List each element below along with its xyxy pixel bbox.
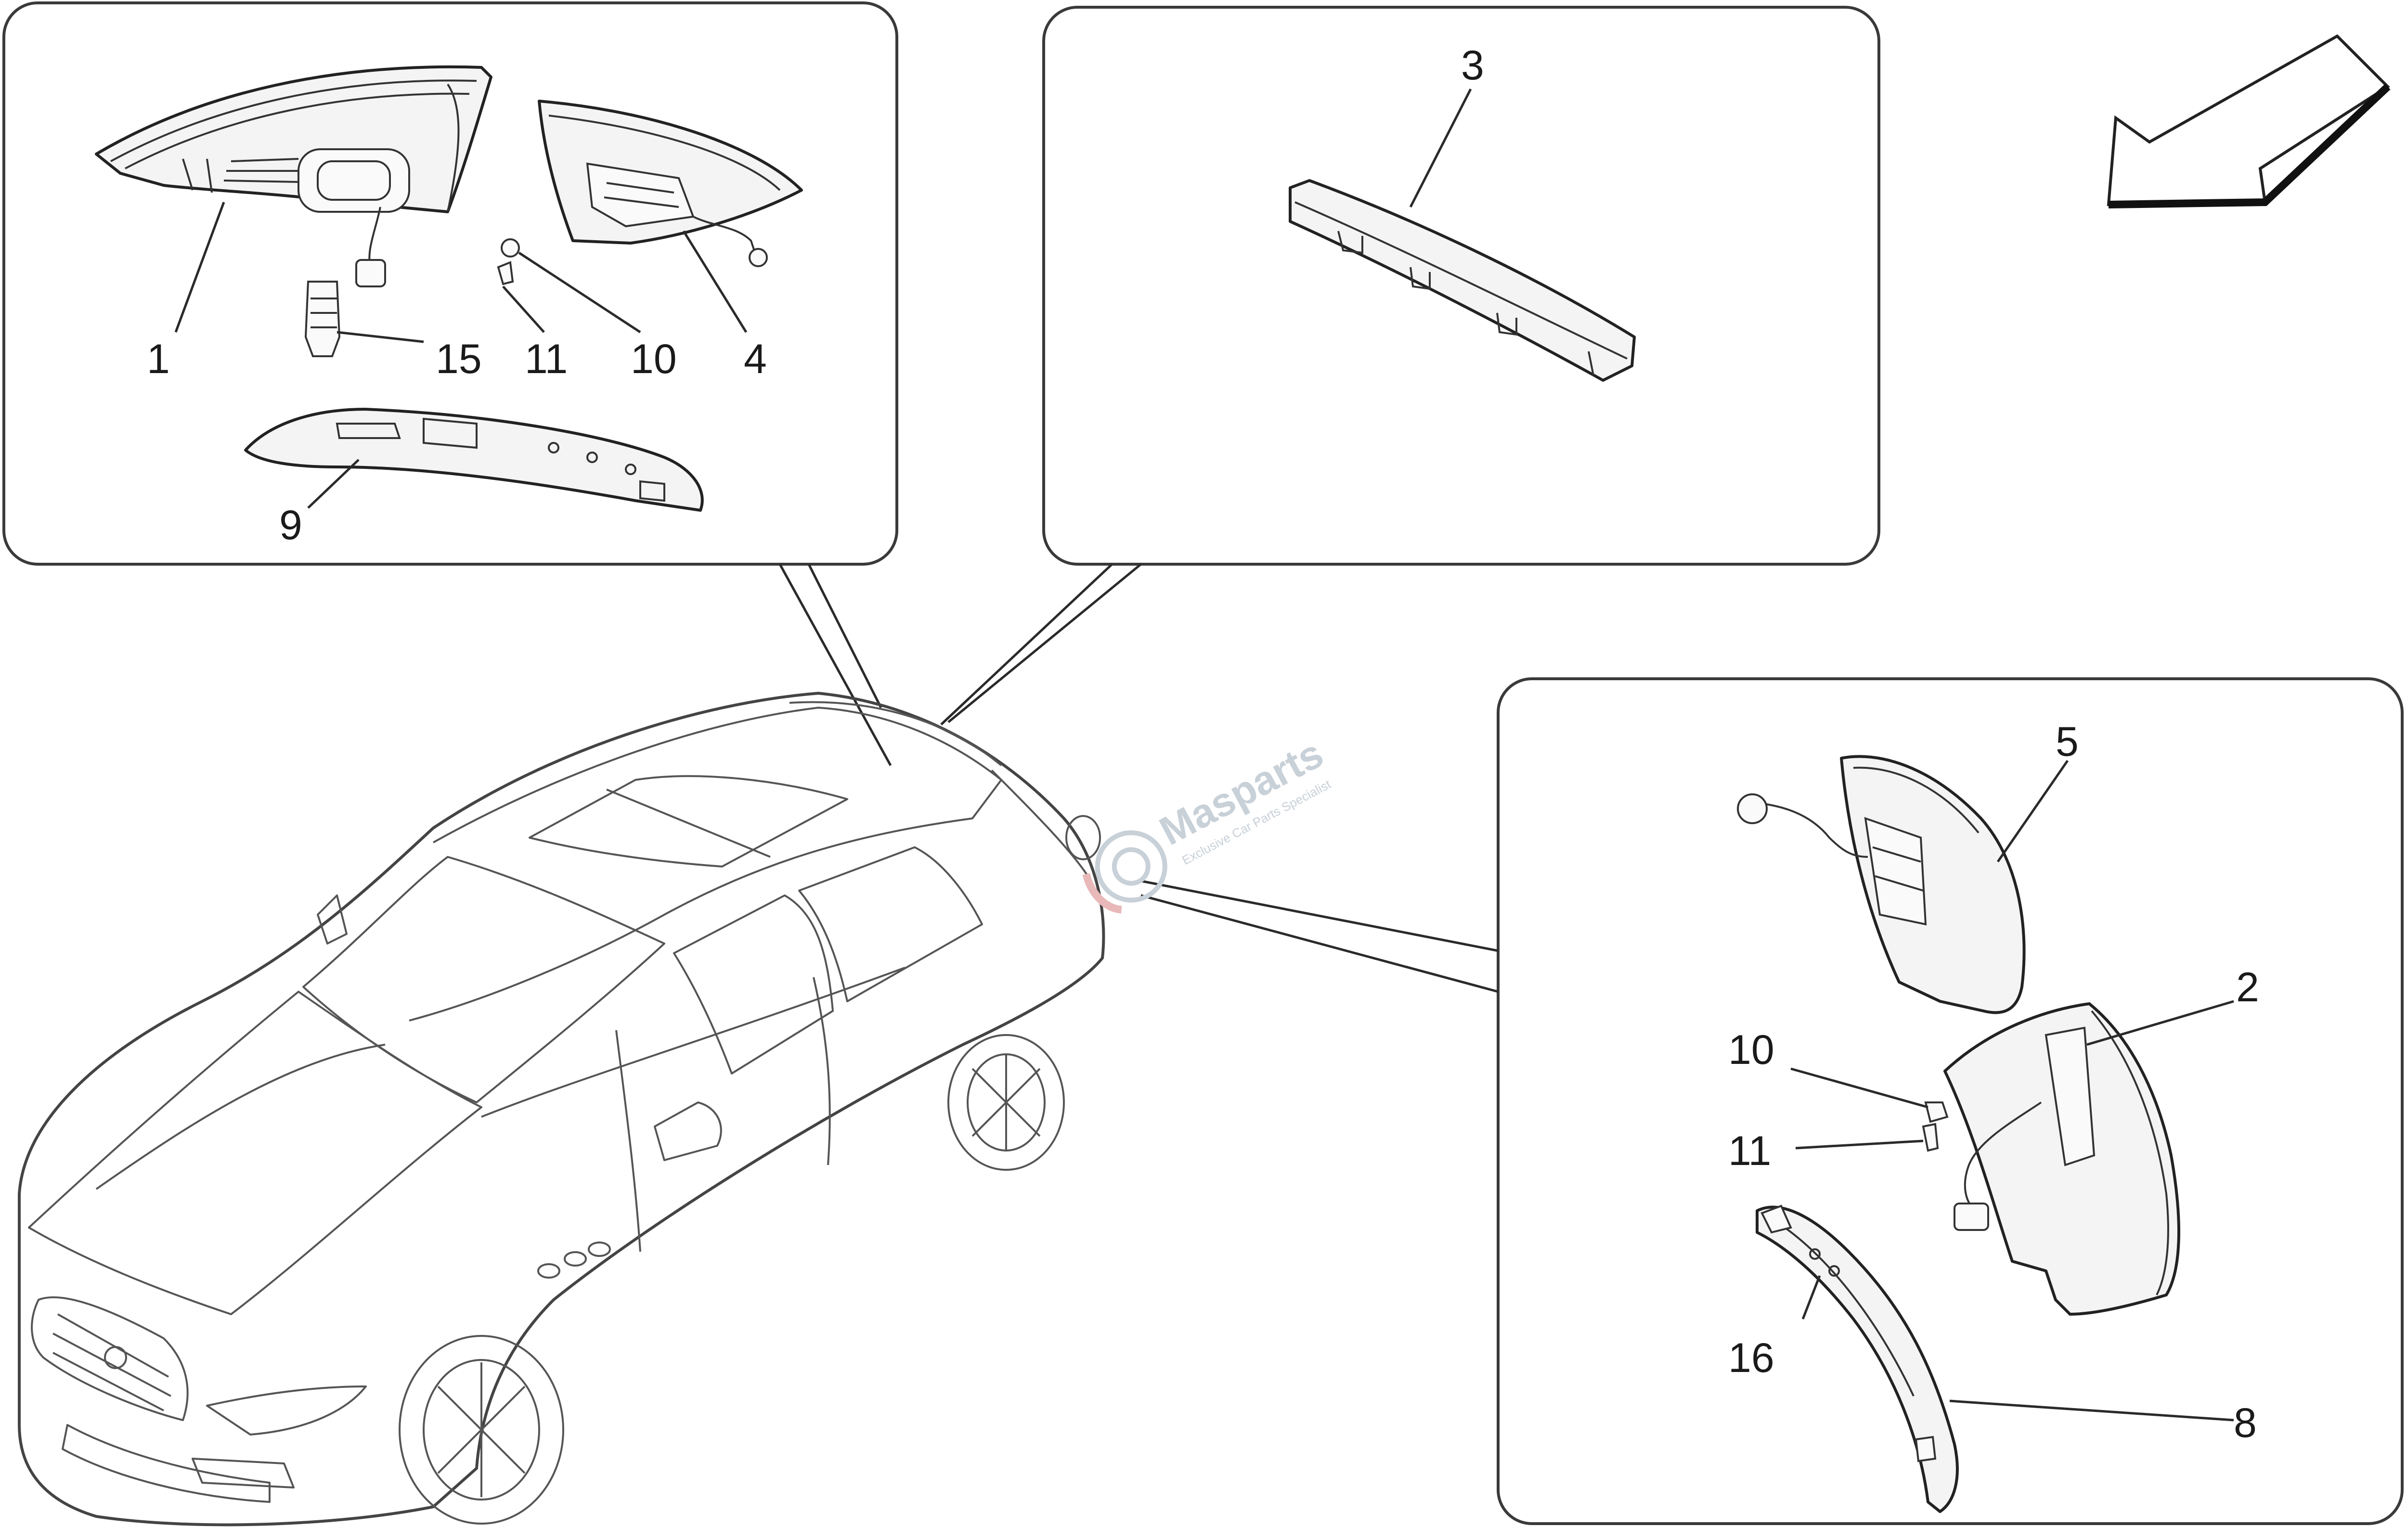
callout-11-right: 11 bbox=[1728, 1128, 1771, 1174]
callout-9: 9 bbox=[279, 502, 302, 548]
part-9-trim-strip bbox=[244, 408, 704, 512]
leaders-top-center bbox=[1409, 88, 1472, 208]
part-2-side-light bbox=[1943, 1002, 2180, 1316]
callout-5: 5 bbox=[2056, 719, 2079, 765]
part-3-third-brake-light bbox=[1289, 179, 1636, 382]
callout-10-top: 10 bbox=[631, 336, 677, 382]
callout-1: 1 bbox=[147, 336, 170, 382]
frame-connector-lines bbox=[778, 563, 1499, 993]
view-direction-arrow bbox=[2107, 34, 2391, 208]
callout-4: 4 bbox=[744, 336, 767, 382]
callout-3: 3 bbox=[1461, 42, 1484, 89]
detail-frame-side-lights bbox=[1497, 677, 2404, 1525]
part-4-tailgate-light bbox=[538, 100, 803, 267]
part-8-side-trim bbox=[1756, 1204, 1959, 1513]
callout-2: 2 bbox=[2236, 964, 2259, 1010]
leaders-right bbox=[1790, 760, 2234, 1422]
leaders-top-left bbox=[174, 202, 748, 509]
part-10-11-fasteners-top bbox=[497, 238, 520, 285]
watermark: Masparts Exclusive Car Parts Specialist bbox=[1082, 730, 1333, 914]
part-1-tail-light-outer bbox=[95, 65, 492, 213]
part-15-bulb-holder bbox=[304, 207, 386, 357]
watermark-logo-icon bbox=[1095, 830, 1167, 903]
callout-16: 16 bbox=[1728, 1335, 1774, 1381]
callout-11-top: 11 bbox=[525, 336, 568, 382]
callout-8: 8 bbox=[2234, 1400, 2257, 1446]
part-10-11-fasteners-right bbox=[1922, 1101, 1949, 1152]
callout-15: 15 bbox=[436, 336, 482, 382]
callout-10-right: 10 bbox=[1728, 1027, 1774, 1073]
vehicle-outline bbox=[18, 691, 1105, 1527]
part-5-light-unit bbox=[1737, 755, 2026, 1014]
